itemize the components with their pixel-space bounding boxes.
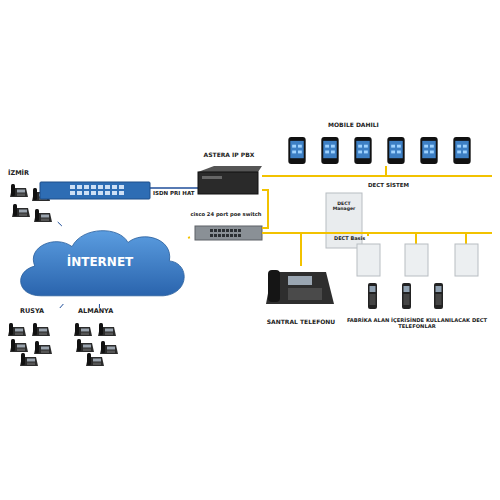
ip-phone [10,184,28,197]
connector [60,304,64,308]
node-label: ASTERA IP PBX [196,152,262,159]
node-label: ALMANYA [78,308,128,315]
dect-handset [434,283,443,309]
node-label: SANTRAL TELEFONU [262,319,340,326]
node-label: FABRİKA ALAN İÇERİSİNDE KULLANILACAK DEC… [338,318,496,330]
isdn-gateway [40,182,150,199]
site-group: ALMANYA [70,308,128,368]
node-label: MOBILE DAHILI [328,122,492,129]
bus-drop [415,233,417,244]
connector [188,236,190,239]
pbx-top [198,166,262,172]
node-label: cisco 24 port poe switch [190,212,262,218]
poe-switch: cisco 24 port poe switch [190,212,262,242]
desk-phone: SANTRAL TELEFONU [262,266,340,326]
dect-base [357,244,380,276]
ip-phone [98,323,116,336]
dect-handsets: FABRİKA ALAN İÇERİSİNDE KULLANILACAK DEC… [338,280,496,330]
ip-phone [74,323,92,336]
ip-phone [86,353,104,366]
site-group: RUSYA [4,308,62,368]
node-label: RUSYA [20,308,62,315]
ip-phone [34,341,52,354]
ip-phone [34,209,52,222]
node-label: İZMİR [8,170,62,177]
pbx-server [198,172,258,194]
dect-base [405,244,428,276]
bus-line [385,175,492,177]
node-label: DECT Basis [334,236,402,242]
pbx-slot [202,176,222,179]
connector [262,166,386,176]
mobile-phone [288,137,305,164]
node-label: DECT Manager [327,201,361,212]
gateway-ports [70,185,124,195]
ip-phone [100,341,118,354]
desk-keypad [288,288,322,300]
free-label: ISDN PRI HAT [153,190,195,196]
switch-ports [210,229,241,237]
isdn-line [150,187,198,189]
ip-phone [32,323,50,336]
connector [262,233,301,266]
desk-screen [288,276,312,285]
desk-handset [268,270,280,302]
site-group: İZMİR [4,170,62,226]
mobile-phone [354,137,371,164]
dect-base: DECT Basis [334,236,402,278]
mobile-phone [420,137,437,164]
ip-phone [10,339,28,352]
poe-switch [195,226,262,240]
dect-base [455,244,478,276]
internet-cloud: İNTERNET [12,222,188,304]
free-label: DECT SİSTEM [368,182,409,188]
mobile-phone [387,137,404,164]
dect-handset [402,283,411,309]
bus-drop [465,233,467,244]
mobile-group: MOBILE DAHILI [280,122,492,166]
node-label: İNTERNET [12,256,188,270]
dect-handset [368,283,377,309]
mobile-phone [453,137,470,164]
ip-phone [12,204,30,217]
connector [262,190,268,228]
connector [58,222,62,226]
mobile-phone [321,137,338,164]
ip-phone [20,353,38,366]
ip-phone [8,323,26,336]
bus-line [362,232,492,234]
pbx-server: ASTERA IP PBX [196,152,262,197]
ip-phone [76,339,94,352]
